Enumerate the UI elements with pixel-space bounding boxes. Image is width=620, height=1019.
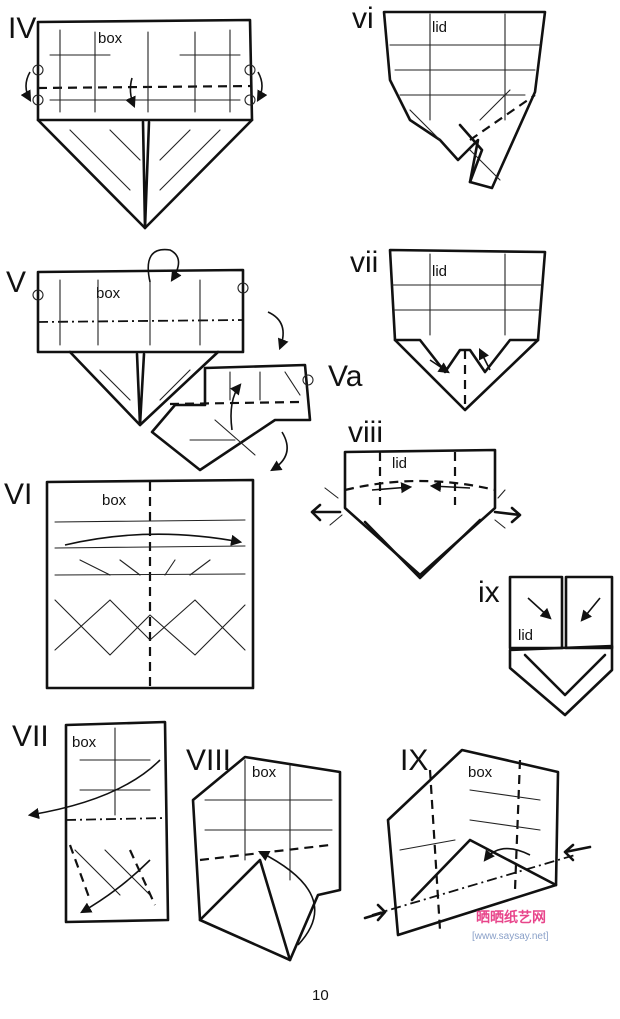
- step-ix-lid-label: lid: [518, 627, 533, 644]
- step-viii-label: viii: [348, 416, 383, 449]
- step-vii-upper-box-label: box: [72, 734, 97, 751]
- step-vii-label: vii: [350, 246, 378, 279]
- step-viii-upper-box-label: box: [252, 764, 277, 781]
- watermark-url: [www.saysay.net]: [472, 931, 549, 942]
- step-ix-upper-diagram: IX box: [363, 744, 592, 937]
- page-number: 10: [312, 987, 329, 1004]
- step-ix-upper-box-label: box: [468, 764, 493, 781]
- step-vii-upper-label: VII: [12, 720, 49, 753]
- step-viii-lid-label: lid: [392, 455, 407, 472]
- step-va-diagram: Va: [150, 360, 363, 472]
- site-watermark: 晒晒纸艺网 [www.saysay.net]: [472, 909, 549, 942]
- step-iv-label: IV: [8, 12, 36, 45]
- step-vi-upper-box-label: box: [102, 492, 127, 509]
- step-vii-lid-label: lid: [432, 263, 447, 280]
- step-vi-upper-diagram: VI box: [4, 478, 255, 690]
- step-ix-diagram: ix lid: [478, 575, 614, 717]
- step-vi-label: vi: [352, 2, 374, 35]
- step-viii-upper-diagram: VIII box: [186, 744, 342, 962]
- step-viii-diagram: viii lid: [310, 416, 522, 580]
- step-viii-upper-label: VIII: [186, 744, 231, 777]
- step-vii-upper-diagram: VII box: [12, 720, 170, 924]
- step-iv-box-label: box: [98, 30, 123, 47]
- step-ix-upper-label: IX: [400, 744, 428, 777]
- watermark-site-name: 晒晒纸艺网: [476, 909, 546, 926]
- step-iv-diagram: IV box: [8, 12, 268, 230]
- step-vi-diagram: vi lid: [352, 2, 547, 190]
- step-vi-upper-label: VI: [4, 478, 32, 511]
- step-va-label: Va: [328, 360, 363, 393]
- step-v-diagram: V box: [6, 248, 289, 427]
- step-v-box-label: box: [96, 285, 121, 302]
- step-v-label: V: [6, 266, 26, 299]
- step-vii-diagram: vii lid: [350, 246, 547, 412]
- step-vi-lid-label: lid: [432, 19, 447, 36]
- step-ix-label: ix: [478, 576, 500, 609]
